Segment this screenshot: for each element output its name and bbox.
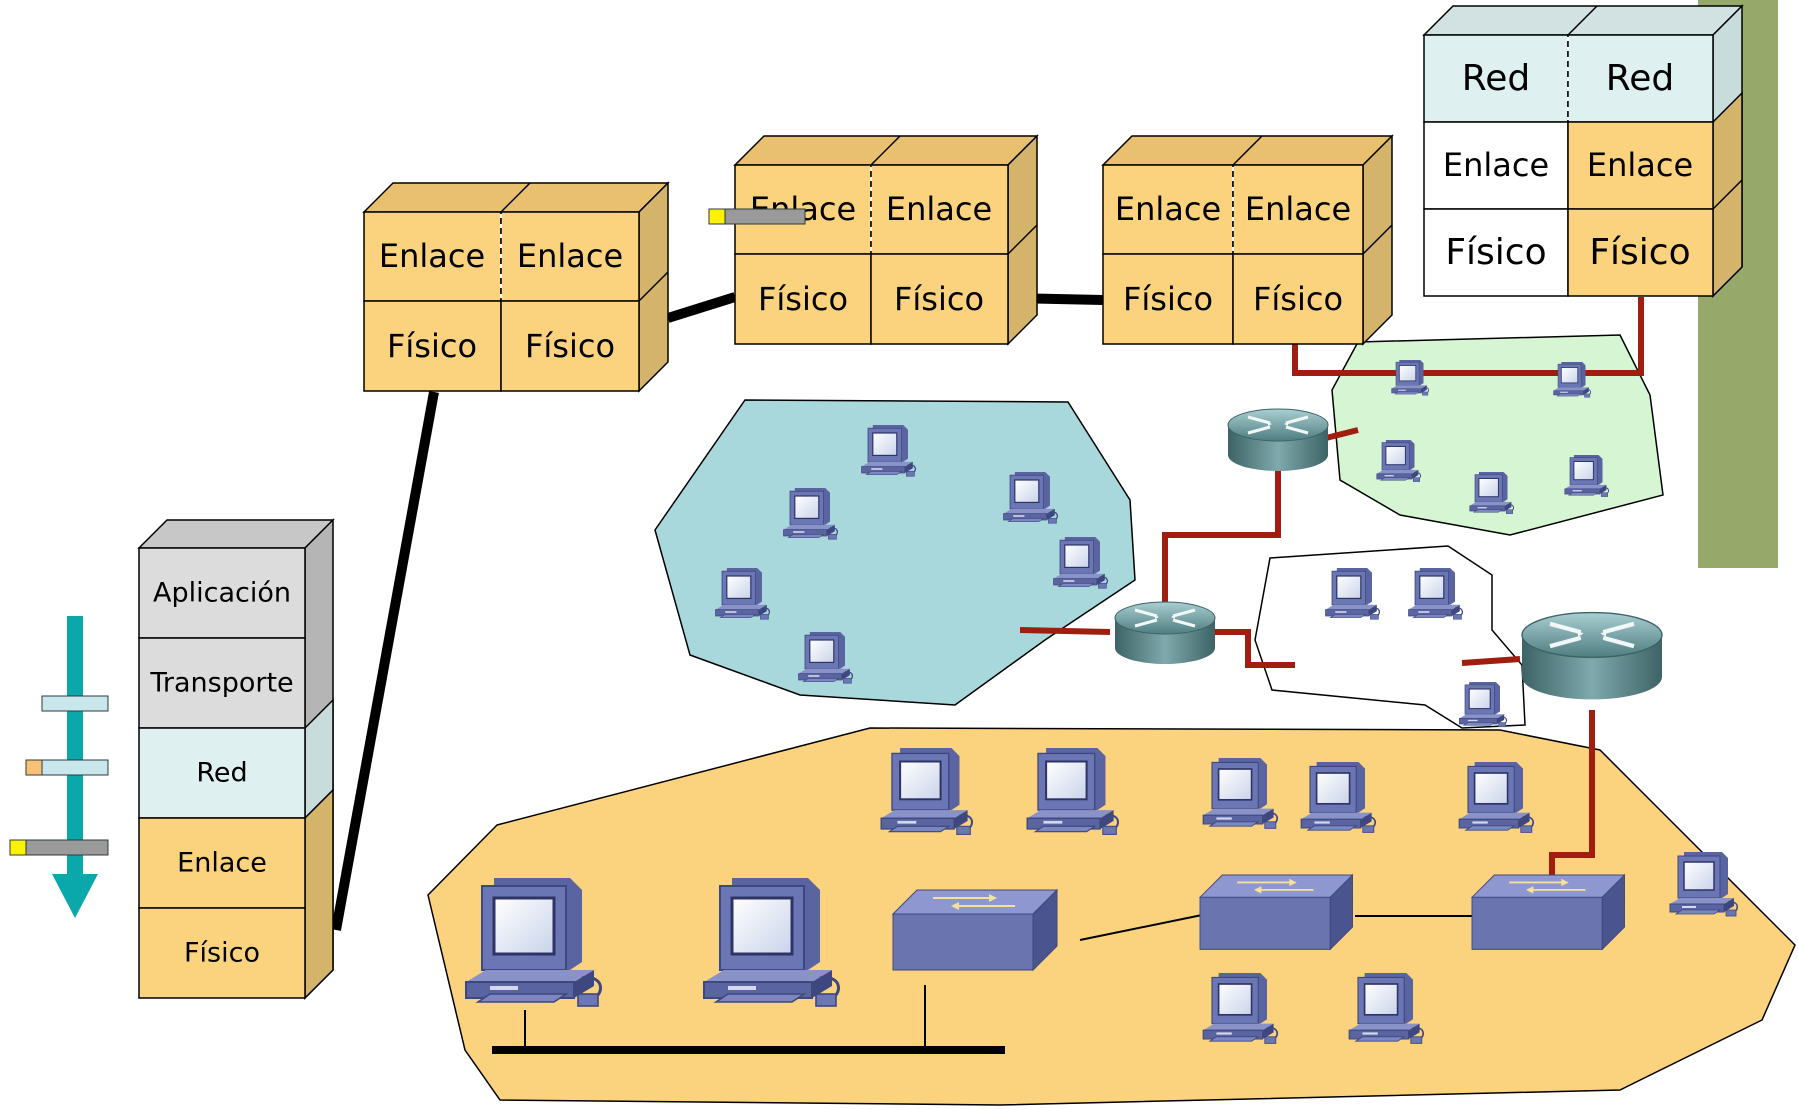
pc-icon[interactable] — [1300, 761, 1377, 834]
layer-label: Enlace — [177, 848, 267, 879]
box-label: Físico — [387, 327, 477, 365]
pc-icon[interactable] — [1348, 972, 1425, 1045]
packet-icon — [9, 695, 109, 856]
box-label: Físico — [894, 280, 984, 318]
device-box-1 — [362, 181, 670, 393]
switch-icon[interactable] — [1199, 874, 1354, 951]
router-icon[interactable] — [1226, 407, 1330, 473]
layer-aplicacion — [138, 547, 306, 639]
box-label: Físico — [1445, 232, 1546, 273]
protocol-stack — [137, 518, 335, 1000]
red-links — [1019, 297, 1644, 877]
pc-icon[interactable] — [880, 746, 974, 836]
link-box1-box2 — [666, 292, 737, 323]
layer-fisico — [138, 907, 306, 999]
pc-icon[interactable] — [1391, 359, 1430, 396]
device-box-4 — [1422, 4, 1744, 298]
pc-icon[interactable] — [1202, 757, 1279, 830]
pc-icon[interactable] — [1324, 567, 1381, 620]
link-router2-white — [1205, 629, 1295, 668]
pc-icon[interactable] — [1202, 972, 1279, 1045]
box-label: Físico — [525, 327, 615, 365]
pc-icon[interactable] — [702, 876, 841, 1008]
pc-icon[interactable] — [1458, 761, 1535, 834]
box-label: Enlace — [1245, 190, 1351, 228]
layer-label: Transporte — [149, 668, 293, 699]
pc-icon[interactable] — [1564, 454, 1610, 498]
pc-icon[interactable] — [1026, 746, 1120, 836]
pc-icon[interactable] — [1052, 536, 1109, 589]
pc-icon[interactable] — [1002, 471, 1059, 524]
pc-icon[interactable] — [1458, 681, 1508, 728]
pc-icon[interactable] — [782, 487, 839, 540]
down-arrow-icon — [52, 616, 98, 918]
layer-red — [138, 727, 306, 819]
pc-icon[interactable] — [1553, 361, 1592, 398]
switch-icon[interactable] — [1471, 874, 1626, 951]
box-label: Enlace — [517, 237, 623, 275]
box-label: Enlace — [1115, 190, 1221, 228]
router-icon[interactable] — [1113, 600, 1217, 666]
box-label: Enlace — [1587, 146, 1693, 184]
box-label: Físico — [758, 280, 848, 318]
lan-cloud-white — [1254, 545, 1526, 729]
pc-icon[interactable] — [714, 567, 771, 620]
pc-icon[interactable] — [1376, 439, 1422, 483]
link-box3-box4 — [1292, 297, 1644, 376]
link-router3-white — [1461, 656, 1521, 666]
layer-label: Físico — [184, 938, 260, 969]
pc-icon[interactable] — [860, 424, 917, 477]
pc-icon[interactable] — [1669, 851, 1739, 917]
protocol-stack-labels: Aplicación Transporte Red Enlace Físico — [149, 578, 293, 969]
pc-icon[interactable] — [1407, 567, 1464, 620]
layer-transporte — [138, 637, 306, 729]
lan-cloud-orange — [427, 727, 1796, 1106]
box-label: Red — [1462, 58, 1530, 99]
pc-icon[interactable] — [797, 631, 854, 684]
router-icon[interactable] — [1522, 613, 1662, 700]
box-label: Enlace — [379, 237, 485, 275]
link-router3-switch — [1549, 710, 1595, 877]
layer-label: Red — [196, 758, 247, 789]
box-label: Físico — [1589, 232, 1690, 273]
switch-icon[interactable] — [892, 889, 1058, 971]
link-router1-router2 — [1162, 470, 1281, 610]
link-router2-blue — [1019, 627, 1111, 635]
layer-label: Aplicación — [153, 578, 291, 609]
box-label: Físico — [1253, 280, 1343, 318]
box-label: Enlace — [886, 190, 992, 228]
link-switch1-switch2 — [1079, 914, 1203, 941]
pc-icon[interactable] — [464, 876, 603, 1008]
device-box-3 — [1101, 134, 1394, 346]
layer-enlace — [138, 817, 306, 909]
packet-icon — [708, 208, 806, 225]
box-label: Físico — [1123, 280, 1213, 318]
box-label: Red — [1606, 58, 1674, 99]
box-label: Enlace — [1443, 146, 1549, 184]
link-stack-box1 — [331, 391, 439, 931]
pc-icon[interactable] — [1469, 471, 1515, 515]
